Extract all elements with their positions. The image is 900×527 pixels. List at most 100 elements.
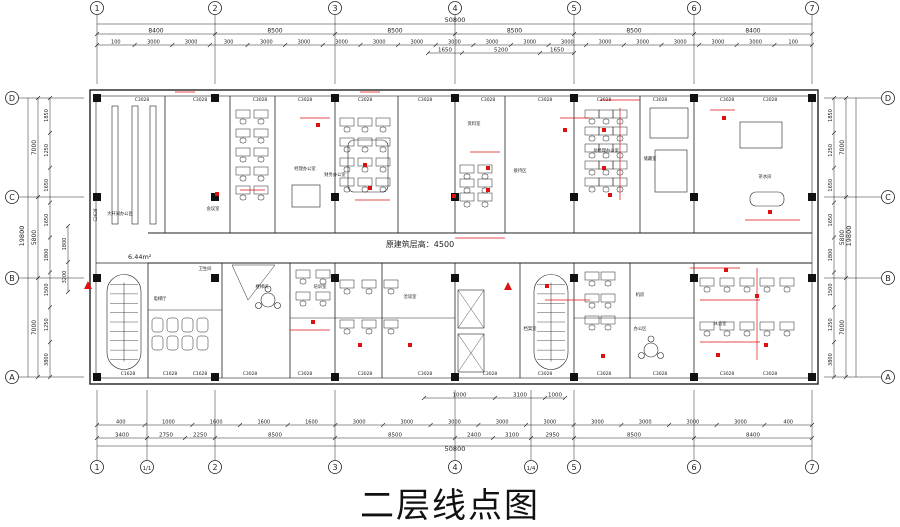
window-label-bottom: C1628 <box>193 371 208 377</box>
area-label: 6.44m² <box>128 253 152 261</box>
grid-bubble-top <box>567 1 581 15</box>
meeting-seat-chair <box>379 146 387 153</box>
meeting-seat-chair <box>361 126 369 133</box>
bottom-mid-text: 8500 <box>268 433 282 439</box>
workstation-chair <box>703 286 711 293</box>
window-label-top: C3028 <box>135 97 150 103</box>
bottom-mid-tick <box>144 435 150 441</box>
grid-label-bottom: 3 <box>332 463 337 472</box>
right-sub-tick <box>831 130 837 136</box>
workstation-chair <box>604 324 612 331</box>
grid-label-top: 7 <box>809 4 814 13</box>
structural-column <box>690 94 698 102</box>
bottom-mid-text: 3100 <box>505 433 519 439</box>
workstation <box>759 277 775 287</box>
structural-column <box>570 274 578 282</box>
meeting-seat <box>375 117 391 127</box>
top-sub-tick <box>809 42 815 48</box>
window-label-bottom: C1628 <box>121 371 136 377</box>
workstation-chair <box>743 286 751 293</box>
grid-label-row: B <box>9 274 15 283</box>
meeting-seat-chair <box>361 166 369 173</box>
meeting-seat <box>375 137 391 147</box>
workstation <box>584 293 600 303</box>
room-label: 电梯厅 <box>154 295 168 302</box>
grid-bubble-row <box>881 370 895 384</box>
workstation <box>584 315 600 325</box>
bottom-sub-tick <box>190 422 195 428</box>
workstation-chair <box>602 152 610 159</box>
workstation <box>719 277 735 287</box>
top-main-tick <box>691 31 697 37</box>
bottom-extra-text: 1000 <box>453 393 467 399</box>
top-main-tick <box>452 31 458 37</box>
entrance-arrow <box>84 281 92 289</box>
workstation-chair <box>588 169 596 176</box>
structural-column <box>570 193 578 201</box>
bottom-extra-tick <box>492 395 498 401</box>
bottom-extra-tick <box>421 395 427 401</box>
window-label-bottom: C3028 <box>418 371 433 377</box>
bottom-mid-tick <box>528 435 534 441</box>
toilet-stall <box>181 335 194 351</box>
bottom-sub-tick <box>619 422 624 428</box>
structural-column <box>211 373 219 381</box>
bottom-sub-text: 3000 <box>639 420 652 426</box>
top-sub-text: 3000 <box>147 40 160 46</box>
office-desk <box>383 319 399 329</box>
workstation <box>779 321 795 331</box>
workstation <box>719 321 735 331</box>
left-main-tick <box>35 194 41 200</box>
bottom-sub-text: 1600 <box>305 420 318 426</box>
left-misc-tick <box>65 289 71 295</box>
room-label: 储藏室 <box>644 155 658 162</box>
top-sub-tick <box>132 42 137 48</box>
electrical-point <box>408 343 412 347</box>
left-sub-text: 1650 <box>44 214 50 227</box>
meeting-seat <box>339 177 355 187</box>
elevator-cross <box>457 333 485 373</box>
meeting-seat-chair <box>343 186 351 193</box>
top-sub-text: 3000 <box>749 40 762 46</box>
grid-label-top: 2 <box>212 4 217 13</box>
plan-labels: 原建筑层高：4500 6.44m² 50800 50800 19800 1980… <box>18 16 853 453</box>
workstation <box>477 164 493 174</box>
workstation-chair <box>481 173 489 180</box>
bottom-sub-text: 3000 <box>543 420 556 426</box>
electrical-point <box>311 320 315 324</box>
workstation-chair <box>588 302 596 309</box>
electrical-point <box>358 343 362 347</box>
window-label-top: C3028 <box>193 97 208 103</box>
workstation-chair <box>588 324 596 331</box>
structural-column <box>331 373 339 381</box>
workstation-chair <box>463 173 471 180</box>
room-label: 资料室 <box>468 120 482 127</box>
workstation <box>315 291 331 301</box>
storage-rack <box>149 105 157 225</box>
top-main-tick <box>94 31 100 37</box>
stair-east <box>533 274 569 370</box>
grid-bubble-bottom <box>567 460 581 474</box>
structural-column <box>808 193 816 201</box>
bottom-mid-text: 3400 <box>115 433 129 439</box>
right-sub-text: 3800 <box>828 353 834 366</box>
bottom-sub-text: 1600 <box>257 420 270 426</box>
top-main-tick <box>809 31 815 37</box>
room-label: 接待区 <box>514 167 528 174</box>
workstation-chair <box>602 169 610 176</box>
workstation <box>235 128 251 138</box>
right-sub-tick <box>831 200 837 205</box>
room-label: 培训室 <box>314 283 328 290</box>
workstation <box>779 277 795 287</box>
grid-bubble-row <box>5 370 19 384</box>
grid-bubble-bottom <box>328 460 342 474</box>
structural-column <box>93 274 101 282</box>
window-label-bottom: C3028 <box>243 371 258 377</box>
electrical-point <box>545 284 549 288</box>
grid-bubble-top <box>208 1 222 15</box>
office-desk-chair <box>343 288 351 295</box>
electrical-point <box>486 188 490 192</box>
left-sub-tick <box>47 200 53 205</box>
workstation-chair <box>763 330 771 337</box>
